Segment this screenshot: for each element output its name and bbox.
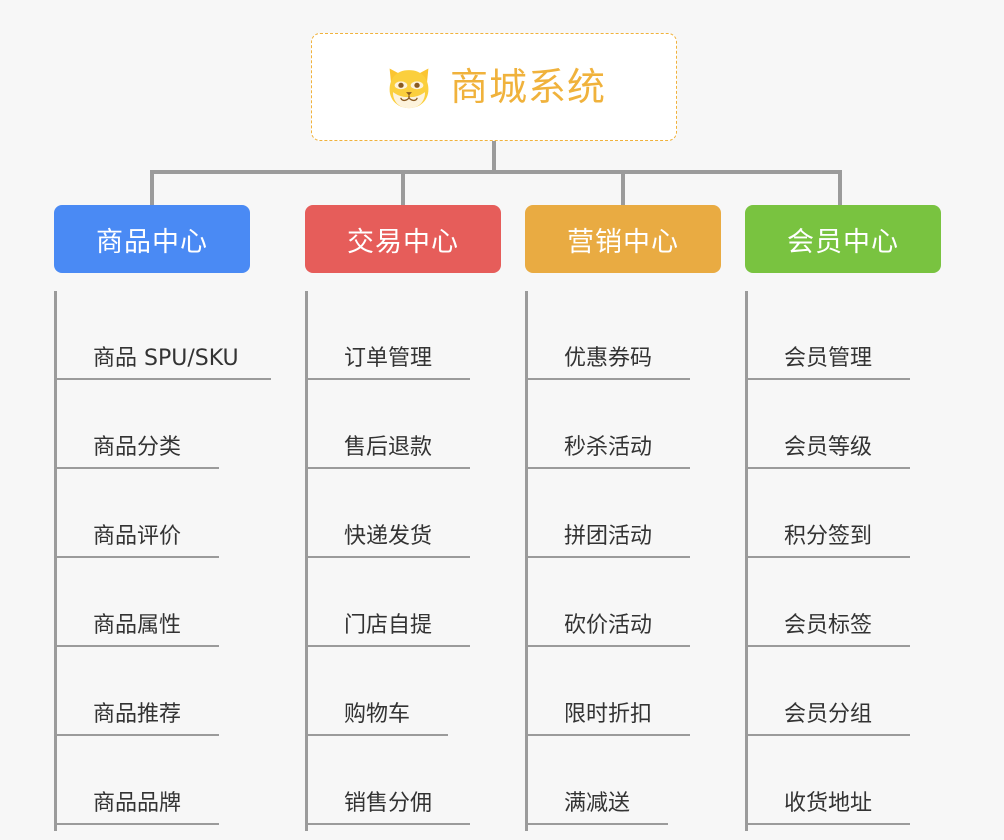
branch-column-trade: 交易中心 订单管理 售后退款 快递发货 门店自提 购物车 — [305, 205, 501, 831]
leaf-label: 积分签到 — [784, 524, 873, 549]
shiba-inu-icon — [389, 68, 429, 109]
leaf-underline — [57, 645, 219, 647]
leaf-label: 快递发货 — [344, 524, 433, 549]
list-item[interactable]: 拼团活动 — [528, 469, 721, 558]
list-item[interactable]: 销售分佣 — [308, 736, 501, 825]
leaf-underline — [308, 467, 470, 469]
leaf-underline — [748, 378, 910, 380]
branch-header-marketing[interactable]: 营销中心 — [525, 205, 721, 273]
connector-drop-3 — [621, 170, 625, 207]
branch-items-product: 商品 SPU/SKU 商品分类 商品评价 商品属性 商品推荐 商品品牌 — [54, 291, 271, 831]
root-node[interactable]: 商城系统 — [311, 33, 677, 141]
list-item[interactable]: 商品 SPU/SKU — [57, 291, 271, 380]
leaf-underline — [528, 734, 690, 736]
leaf-underline — [308, 645, 470, 647]
list-item[interactable]: 砍价活动 — [528, 558, 721, 647]
leaf-underline — [528, 556, 690, 558]
branch-header-member[interactable]: 会员中心 — [745, 205, 941, 273]
leaf-underline — [748, 645, 910, 647]
leaf-underline — [308, 556, 470, 558]
list-item[interactable]: 快递发货 — [308, 469, 501, 558]
leaf-label: 商品品牌 — [93, 791, 182, 816]
branch-items-member: 会员管理 会员等级 积分签到 会员标签 会员分组 收货地址 — [745, 291, 941, 831]
leaf-label: 商品属性 — [93, 613, 182, 638]
list-item[interactable]: 商品评价 — [57, 469, 250, 558]
branch-header-product[interactable]: 商品中心 — [54, 205, 250, 273]
list-item[interactable]: 积分签到 — [748, 469, 941, 558]
leaf-label: 商品分类 — [93, 435, 182, 460]
leaf-label: 优惠券码 — [564, 346, 653, 371]
leaf-label: 门店自提 — [344, 613, 433, 638]
list-item[interactable]: 商品品牌 — [57, 736, 250, 825]
branch-column-product: 商品中心 商品 SPU/SKU 商品分类 商品评价 商品属性 商品推荐 — [54, 205, 271, 831]
leaf-label: 销售分佣 — [344, 791, 433, 816]
connector-root-stem — [492, 141, 496, 172]
leaf-label: 会员分组 — [784, 702, 873, 727]
leaf-label: 满减送 — [564, 791, 631, 816]
leaf-underline — [528, 645, 690, 647]
leaf-underline — [57, 823, 219, 825]
list-item[interactable]: 商品推荐 — [57, 647, 250, 736]
list-item[interactable]: 满减送 — [528, 736, 721, 825]
branch-items-marketing: 优惠券码 秒杀活动 拼团活动 砍价活动 限时折扣 满减送 — [525, 291, 721, 831]
leaf-label: 拼团活动 — [564, 524, 653, 549]
leaf-underline — [748, 467, 910, 469]
leaf-label: 秒杀活动 — [564, 435, 653, 460]
leaf-label: 收货地址 — [784, 791, 873, 816]
leaf-underline — [308, 823, 470, 825]
leaf-label: 会员标签 — [784, 613, 873, 638]
leaf-label: 商品评价 — [93, 524, 182, 549]
leaf-underline — [308, 734, 448, 736]
leaf-label: 商品推荐 — [93, 702, 182, 727]
leaf-label: 购物车 — [344, 702, 411, 727]
leaf-label: 售后退款 — [344, 435, 433, 460]
list-item[interactable]: 会员标签 — [748, 558, 941, 647]
list-item[interactable]: 会员分组 — [748, 647, 941, 736]
branch-header-trade[interactable]: 交易中心 — [305, 205, 501, 273]
branch-items-trade: 订单管理 售后退款 快递发货 门店自提 购物车 销售分佣 — [305, 291, 501, 831]
root-title: 商城系统 — [449, 65, 606, 109]
list-item[interactable]: 商品属性 — [57, 558, 250, 647]
leaf-underline — [528, 467, 690, 469]
leaf-label: 订单管理 — [344, 346, 433, 371]
list-item[interactable]: 商品分类 — [57, 380, 250, 469]
leaf-underline — [57, 556, 219, 558]
connector-drop-4 — [838, 170, 842, 207]
list-item[interactable]: 订单管理 — [308, 291, 501, 380]
list-item[interactable]: 秒杀活动 — [528, 380, 721, 469]
leaf-underline — [57, 734, 219, 736]
leaf-label: 会员等级 — [784, 435, 873, 460]
leaf-underline — [308, 378, 470, 380]
leaf-underline — [748, 556, 910, 558]
list-item[interactable]: 会员等级 — [748, 380, 941, 469]
branch-column-marketing: 营销中心 优惠券码 秒杀活动 拼团活动 砍价活动 限时折扣 — [525, 205, 721, 831]
list-item[interactable]: 售后退款 — [308, 380, 501, 469]
list-item[interactable]: 门店自提 — [308, 558, 501, 647]
connector-drop-2 — [401, 170, 405, 207]
connector-horizontal-bus — [150, 170, 842, 174]
list-item[interactable]: 限时折扣 — [528, 647, 721, 736]
leaf-underline — [57, 378, 271, 380]
list-item[interactable]: 购物车 — [308, 647, 501, 736]
leaf-underline — [57, 467, 219, 469]
leaf-label: 限时折扣 — [564, 702, 653, 727]
list-item[interactable]: 优惠券码 — [528, 291, 721, 380]
leaf-label: 会员管理 — [784, 346, 873, 371]
list-item[interactable]: 收货地址 — [748, 736, 941, 825]
leaf-underline — [748, 734, 910, 736]
branch-column-member: 会员中心 会员管理 会员等级 积分签到 会员标签 会员分组 — [745, 205, 941, 831]
leaf-label: 商品 SPU/SKU — [93, 346, 239, 371]
leaf-label: 砍价活动 — [564, 613, 653, 638]
leaf-underline — [528, 378, 690, 380]
list-item[interactable]: 会员管理 — [748, 291, 941, 380]
leaf-underline — [528, 823, 668, 825]
connector-drop-1 — [150, 170, 154, 207]
leaf-underline — [748, 823, 910, 825]
